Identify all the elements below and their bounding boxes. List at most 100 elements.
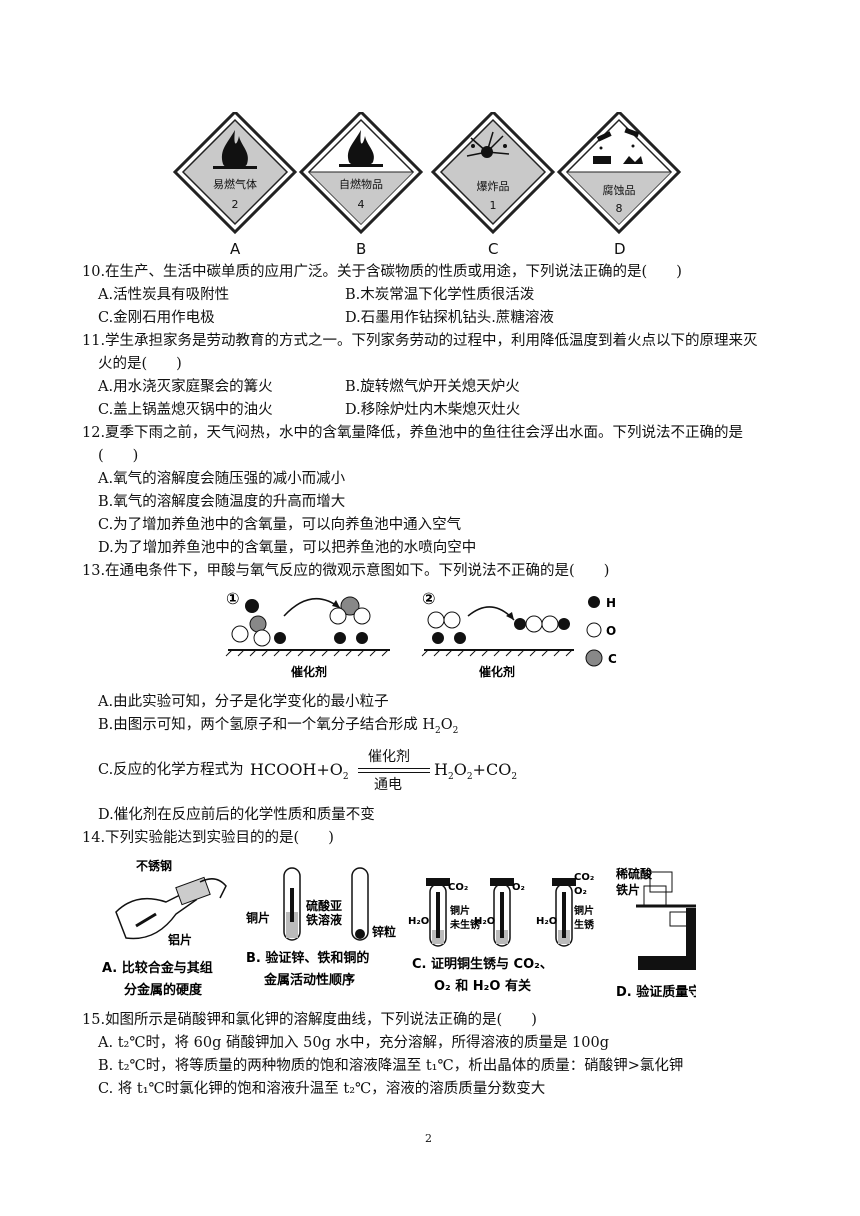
q12-option-c: C.为了增加养鱼池中的含氧量，可以向养鱼池中通入空气 [98,517,462,533]
q15-option-b: B. t₂℃时，将等质量的两种物质的饱和溶液降温至 t₁℃，析出晶体的质量：硝酸… [98,1058,684,1074]
eq-bar-bottom [358,772,430,773]
q11-option-b: B.旋转燃气炉开关熄天炉火 [345,379,520,395]
q13-option-c: C.反应的化学方程式为 [98,760,244,780]
eq-left: HCOOH+O2 [250,760,349,782]
figc-caption-2: O₂ 和 H₂O 有关 [434,978,531,994]
q13-stem: 13.在通电条件下，甲酸与氧气反应的微观示意图如下。下列说法不正确的是( ) [82,563,610,579]
figc-water-2: H₂O [474,916,495,927]
q13-b-text: B.由图示可知，两个氢原子和一个氧分子结合形成 H [98,717,436,733]
figc-gas-2: O₂ [512,882,525,893]
eq-r2-sub: 2 [466,772,473,783]
q15-stem: 15.如图所示是硝酸钾和氯化钾的溶解度曲线，下列说法正确的是( ) [82,1012,537,1028]
catalyst-label-1: 催化剂 [291,664,327,679]
q13-option-d: D.催化剂在反应前后的化学性质和质量不变 [98,807,375,823]
q12-option-b: B.氧气的溶解度会随温度的升高而增大 [98,494,346,510]
q12-option-a: A.氧气的溶解度会随压强的减小而减小 [98,471,346,487]
figc-tube-label-4: 生锈 [574,918,594,931]
page-number: 2 [425,1132,432,1145]
hazard-sign-a [172,112,298,235]
hazard-d-label: 腐蚀品 [603,183,636,197]
q12-stem-line2: ( ) [98,448,139,464]
legend-h-marker [588,596,600,608]
q11-option-d: D.移除炉灶内木柴熄灭灶火 [345,402,521,418]
q12-option-d: D.为了增加养鱼池中的含氧量，可以把养鱼池的水喷向空中 [98,540,477,556]
hazard-letter-c: C [488,240,499,258]
figb-label-solution1: 硫酸亚 [306,898,342,913]
q14-stem: 14.下列实验能达到实验目的的是( ) [82,830,334,846]
figc-gas-3b: O₂ [574,886,587,897]
figc-tube-label-3: 铜片 [574,904,594,917]
figc-tube-label-2: 未生锈 [449,918,480,931]
corrosive-icon [593,127,643,164]
q10-option-d: D.石墨用作钻探机钻头.蔗糖溶液 [345,310,554,326]
figc-caption-1: C. 证明铜生锈与 CO₂、 [412,956,553,972]
q14-figure-a: 不锈钢 铝片 A. 比较合金与其组 分金属的硬度 [102,858,227,998]
q10-stem: 10.在生产、生活中碳单质的应用广泛。关于含碳物质的性质或用途，下列说法正确的是… [82,264,682,280]
figb-label-zinc: 锌粒 [372,924,396,939]
q13-option-b: B.由图示可知，两个氢原子和一个氧分子结合形成 H2O2 [98,715,458,741]
explosion-icon [466,131,510,158]
legend-c-marker [585,649,603,667]
figc-gas-1: CO₂ [448,882,468,893]
figc-water-3: H₂O [536,916,557,927]
hazard-sign-c [430,112,556,235]
eq-left-text: HCOOH+O [250,760,343,779]
q13-b-sub2: 2 [452,725,459,736]
q14-figure-d: 稀硫酸 铁片 D. 验证质量守恒定律 [616,866,696,1000]
hazard-b-number: 4 [358,198,365,211]
q12-stem-line1: 12.夏季下雨之前，天气闷热，水中的含氧量降低，养鱼池中的鱼往往会浮出水面。下列… [82,425,744,441]
eq-bar-top [358,768,430,769]
eq-r1-sub: 2 [447,772,454,783]
hazard-letter-b: B [356,240,367,258]
q11-stem-line1: 11.学生承担家务是劳动教育的方式之一。下列家务劳动的过程中，利用降低温度到着火… [82,333,758,349]
figa-caption-2: 分金属的硬度 [124,982,203,998]
legend-o-label: O [606,624,616,638]
q13-b-mid: O [440,717,453,733]
figa-label-aluminum: 铝片 [168,932,192,947]
hazard-a-label: 易燃气体 [213,177,257,191]
figc-tube-label-1: 铜片 [450,904,470,917]
eq-r2: O [453,760,467,779]
figa-label-stainless: 不锈钢 [136,858,172,873]
eq-over: 催化剂 [368,749,410,765]
legend-h-label: H [606,596,616,610]
hazard-a-number: 2 [232,198,239,211]
legend-c-label: C [608,652,617,666]
q14-figure-b: 铜片 硫酸亚 铁溶液 锌粒 B. 验证锌、铁和铜的 金属活动性顺序 [246,867,396,988]
hazard-c-number: 1 [490,199,497,212]
legend-o-marker [586,622,602,638]
figc-gas-3a: CO₂ [574,872,594,883]
eq-left-sub: 2 [342,772,349,783]
step-2-label: ② [422,589,436,608]
step-1-label: ① [226,589,240,608]
q11-stem-line2: 火的是( ) [98,356,182,372]
figd-label-iron: 铁片 [616,882,640,897]
figb-label-solution2: 铁溶液 [306,912,342,927]
figd-caption: D. 验证质量守恒定律 [616,984,696,1000]
hazard-d-number: 8 [616,202,623,215]
figa-caption-1: A. 比较合金与其组 [102,960,213,976]
flame-icon [221,130,248,169]
eq-r3-sub: 2 [511,772,518,783]
eq-r3: +CO [472,760,512,779]
hazard-sign-d [556,112,682,235]
hazard-c-label: 爆炸品 [477,179,510,193]
eq-under: 通电 [374,777,402,793]
q13-b-sub: 2 [435,725,441,736]
eq-r1: H [434,760,448,779]
figb-caption-2: 金属活动性顺序 [263,972,355,988]
q14-figures: 不锈钢 铝片 A. 比较合金与其组 分金属的硬度 铜片 硫酸亚 铁溶液 锌粒 B… [102,858,696,1000]
q10-option-b: B.木炭常温下化学性质很活泼 [345,287,535,303]
q10-option-a: A.活性炭具有吸附性 [98,287,230,303]
hazard-letter-d: D [614,240,626,258]
q13-option-a: A.由此实验可知，分子是化学变化的最小粒子 [98,694,389,710]
figb-label-copper: 铜片 [246,910,270,925]
hazard-b-label: 自燃物品 [339,177,383,191]
figb-caption-1: B. 验证锌、铁和铜的 [246,950,369,966]
hazard-letter-a: A [230,240,241,258]
hazard-sign-b [298,112,424,235]
q14-figure-c: CO₂ O₂ CO₂ O₂ H₂O H₂O H₂O 铜片 未生锈 铜片 生锈 C… [408,872,594,994]
q11-option-a: A.用水浇灭家庭聚会的篝火 [98,379,273,395]
q10-option-c: C.金刚石用作电极 [98,310,215,326]
